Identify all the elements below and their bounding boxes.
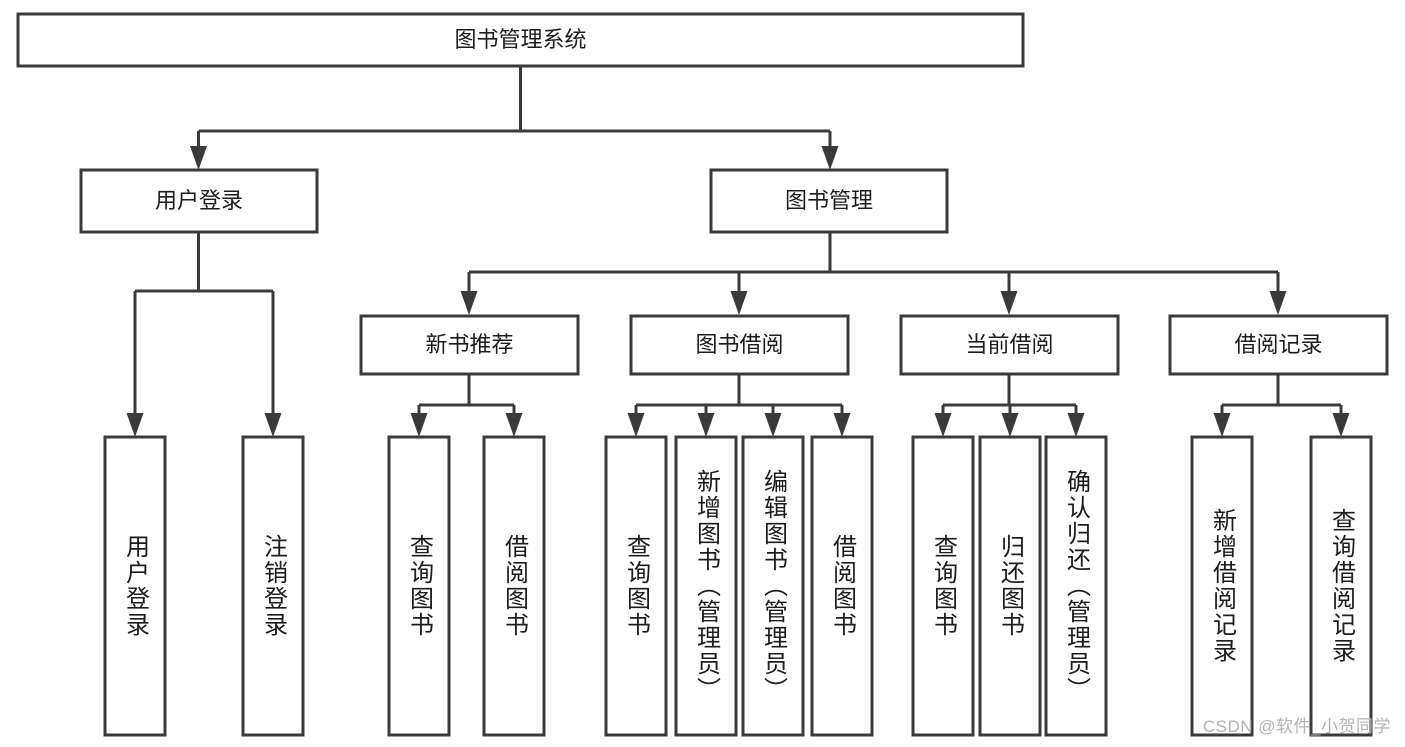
arrow-head-leaf-return-book	[1001, 413, 1019, 437]
node-leaf-borrow-book-b[interactable]: 借阅图书	[810, 435, 874, 737]
node-leaf-borrow-book-b-label: 借阅图书	[829, 534, 857, 638]
node-current-borrow-label: 当前借阅	[965, 332, 1053, 357]
node-leaf-query-record-box[interactable]	[1309, 435, 1373, 737]
node-leaf-logout-label: 注销登录	[260, 534, 288, 638]
connector-group-current-borrow	[934, 374, 1085, 437]
arrow-head-leaf-add-record	[1213, 413, 1231, 437]
node-new-book-recommend-label: 新书推荐	[425, 332, 513, 357]
node-root-system-box[interactable]	[16, 12, 1025, 68]
node-leaf-add-record[interactable]: 新增借阅记录	[1190, 435, 1254, 737]
node-leaf-query-book-b[interactable]: 查询图书	[604, 435, 668, 737]
node-borrow-records-box[interactable]	[1168, 314, 1389, 376]
arrow-head-leaf-logout	[264, 413, 282, 437]
node-leaf-confirm-return-label: 确认归还（管理员）	[1063, 469, 1091, 703]
arrow-head-new-books	[460, 291, 478, 315]
arrow-head-leaf-query-book-a	[410, 413, 428, 437]
node-leaf-borrow-book-a-box[interactable]	[482, 435, 546, 737]
arrow-head-leaf-add-book	[697, 413, 715, 437]
node-new-book-recommend-box[interactable]	[359, 314, 580, 376]
node-borrow-records[interactable]: 借阅记录	[1168, 314, 1389, 376]
node-leaf-user-login-box[interactable]	[103, 435, 167, 737]
node-book-borrow[interactable]: 图书借阅	[629, 314, 850, 376]
node-leaf-user-login[interactable]: 用户登录	[103, 435, 167, 737]
node-leaf-add-record-label: 新增借阅记录	[1209, 508, 1237, 664]
arrow-head-leaf-query-book-b	[627, 413, 645, 437]
node-leaf-query-book-c[interactable]: 查询图书	[911, 435, 975, 737]
arrow-head-book-mgmt	[821, 146, 839, 170]
arrow-head-leaf-confirm-return	[1067, 413, 1085, 437]
node-leaf-add-record-box[interactable]	[1190, 435, 1254, 737]
node-leaf-add-book[interactable]: 新增图书（管理员）	[674, 435, 738, 737]
node-root-system[interactable]: 图书管理系统	[16, 12, 1025, 68]
node-leaf-query-book-b-box[interactable]	[604, 435, 668, 737]
node-leaf-return-book[interactable]: 归还图书	[978, 435, 1042, 737]
node-leaf-logout-box[interactable]	[241, 435, 305, 737]
arrow-head-user-login	[190, 146, 207, 170]
node-leaf-query-book-a[interactable]: 查询图书	[387, 435, 451, 737]
node-current-borrow[interactable]: 当前借阅	[899, 314, 1120, 376]
node-book-management-box[interactable]	[709, 168, 949, 234]
arrow-head-leaf-borrow-book-b	[833, 413, 851, 437]
node-leaf-query-record-label: 查询借阅记录	[1328, 508, 1356, 664]
node-book-management-label: 图书管理	[785, 188, 873, 213]
arrow-head-leaf-query-book-c	[934, 413, 952, 437]
node-leaf-confirm-return[interactable]: 确认归还（管理员）	[1044, 435, 1108, 737]
node-leaf-add-book-label: 新增图书（管理员）	[693, 469, 721, 703]
node-leaf-return-book-box[interactable]	[978, 435, 1042, 737]
arrow-head-leaf-user-login	[126, 413, 144, 437]
node-leaf-query-record[interactable]: 查询借阅记录	[1309, 435, 1373, 737]
node-user-login-box[interactable]	[79, 168, 319, 234]
connector-group-user-login	[126, 232, 282, 437]
arrow-head-leaf-edit-book	[764, 413, 782, 437]
node-current-borrow-box[interactable]	[899, 314, 1120, 376]
node-leaf-borrow-book-a[interactable]: 借阅图书	[482, 435, 546, 737]
node-root-system-label: 图书管理系统	[454, 27, 586, 52]
arrow-head-current-borrow	[1000, 291, 1018, 315]
connector-group-root	[190, 66, 839, 170]
node-leaf-query-book-a-box[interactable]	[387, 435, 451, 737]
arrow-head-leaf-query-record	[1332, 413, 1350, 437]
node-book-borrow-box[interactable]	[629, 314, 850, 376]
arrow-head-borrow-records	[1269, 291, 1287, 315]
node-leaf-borrow-book-b-box[interactable]	[810, 435, 874, 737]
node-borrow-records-label: 借阅记录	[1234, 332, 1322, 357]
node-leaf-query-book-b-label: 查询图书	[623, 534, 651, 638]
node-leaf-query-book-a-label: 查询图书	[406, 534, 434, 638]
connector-group-borrow-records	[1213, 374, 1350, 437]
connector-group-book-borrow	[627, 374, 851, 437]
node-leaf-edit-book-label: 编辑图书（管理员）	[760, 469, 788, 703]
node-book-borrow-label: 图书借阅	[695, 332, 783, 357]
node-leaf-add-book-box[interactable]	[674, 435, 738, 737]
node-leaf-edit-book[interactable]: 编辑图书（管理员）	[741, 435, 805, 737]
node-leaf-logout[interactable]: 注销登录	[241, 435, 305, 737]
node-user-login[interactable]: 用户登录	[79, 168, 319, 234]
node-leaf-query-book-c-label: 查询图书	[930, 534, 958, 638]
arrow-head-leaf-borrow-book-a	[505, 413, 523, 437]
node-leaf-borrow-book-a-label: 借阅图书	[501, 534, 529, 638]
node-user-login-label: 用户登录	[155, 188, 243, 213]
node-leaf-return-book-label: 归还图书	[997, 534, 1025, 638]
node-leaf-user-login-label: 用户登录	[122, 534, 150, 638]
connector-group-book-mgmt	[460, 232, 1287, 315]
connector-group-new-books	[410, 374, 523, 437]
node-leaf-edit-book-box[interactable]	[741, 435, 805, 737]
node-leaf-confirm-return-box[interactable]	[1044, 435, 1108, 737]
node-book-management[interactable]: 图书管理	[709, 168, 949, 234]
arrow-head-book-borrow	[730, 291, 748, 315]
node-leaf-query-book-c-box[interactable]	[911, 435, 975, 737]
node-new-book-recommend[interactable]: 新书推荐	[359, 314, 580, 376]
